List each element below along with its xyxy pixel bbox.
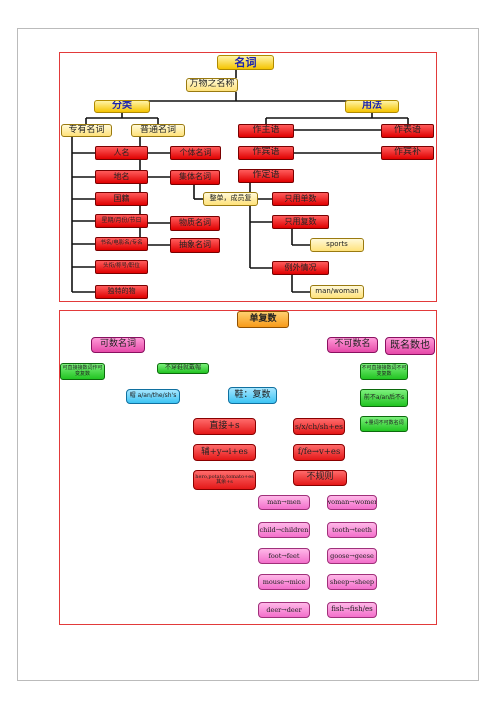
- usage-label: 用法: [345, 100, 399, 113]
- irregular-pair-right: goose→geese: [327, 548, 377, 564]
- irregular-pair-right: woman→women: [327, 495, 377, 510]
- irregular-pair-right: fish→fish/es: [327, 602, 377, 618]
- noun-title: 名词: [217, 55, 274, 70]
- collective-note: 整单，成员复: [203, 192, 258, 206]
- irregular-pair-left: foot→feet: [258, 548, 310, 564]
- irregular-node: 不规则: [293, 470, 347, 486]
- irregular-pair-left: child→children: [258, 522, 310, 538]
- individual-noun-node: 个体名词: [170, 146, 221, 160]
- irregular-pair-left: mouse→mice: [258, 574, 310, 590]
- plural-diagram-panel: [59, 310, 437, 625]
- countable-note-shoe-hat: 不穿鞋就戴帽: [157, 363, 209, 374]
- attr-sports-example: sports: [310, 238, 364, 252]
- usage-object: 作宾语: [238, 146, 294, 160]
- rule-consonant-y: 辅+y→i+es: [193, 444, 256, 461]
- abstract-noun-node: 抽象名词: [170, 238, 220, 253]
- usage-predicative: 作表语: [381, 124, 434, 138]
- attr-exceptions: 例外情况: [272, 261, 329, 275]
- rule-add-s: 直接+s: [193, 418, 256, 435]
- attr-man-woman-example: man/woman: [310, 285, 364, 299]
- rule-o-endings: hero,potato,tomato+es 其余+s: [193, 470, 256, 490]
- proper-item: 国籍: [95, 192, 148, 206]
- attr-singular-only: 只用单数: [272, 192, 329, 206]
- article-note: 帽 a/an/the/sh's: [126, 389, 180, 404]
- material-noun-node: 物质名词: [170, 216, 220, 231]
- proper-item: 书名/电影名/专名: [95, 237, 148, 251]
- uncountable-noun-node: 不可数名: [327, 337, 378, 353]
- irregular-pair-right: sheep→sheep: [327, 574, 377, 590]
- irregular-pair-left: deer→deer: [258, 602, 310, 618]
- uncountable-note-numeral: 不可直接接数词不可变复数: [360, 363, 408, 380]
- uncountable-note-measure: +量词不可数名词: [360, 416, 408, 432]
- common-noun-node: 普通名词: [131, 124, 185, 137]
- proper-item: 独特的物: [95, 285, 148, 299]
- proper-item: 人名: [95, 146, 148, 160]
- proper-item: 头衔/称号/职位: [95, 260, 148, 274]
- proper-item: 地名: [95, 170, 148, 184]
- proper-item: 星期/月份/节日: [95, 214, 148, 228]
- countable-noun-node: 可数名词: [91, 337, 145, 353]
- rule-s-x-ch-sh-es: s/x/ch/sh+es: [293, 418, 345, 435]
- uncountable-note-article: 前不a/an后不s: [360, 389, 408, 407]
- irregular-pair-left: man→men: [258, 495, 310, 510]
- noun-subtitle: 万物之名称: [186, 78, 238, 92]
- both-node: 既名数也: [385, 337, 435, 355]
- irregular-pair-right: tooth→teeth: [327, 522, 377, 538]
- attr-plural-only: 只用复数: [272, 215, 329, 229]
- countable-note-numeral: 可直接接数词作可变复数: [60, 363, 105, 380]
- usage-object-complement: 作宾补: [381, 146, 434, 160]
- page-frame: [17, 28, 479, 681]
- classification-label: 分类: [94, 100, 150, 113]
- rule-f-fe-ves: f/fe→v+es: [293, 444, 345, 461]
- shoe-plural-node: 鞋：复数: [228, 387, 277, 404]
- usage-subject: 作主语: [238, 124, 294, 138]
- proper-noun-node: 专有名词: [61, 124, 112, 137]
- plural-title: 单复数: [237, 311, 289, 328]
- collective-noun-node: 集体名词: [170, 170, 220, 185]
- usage-attribute: 作定语: [238, 169, 294, 183]
